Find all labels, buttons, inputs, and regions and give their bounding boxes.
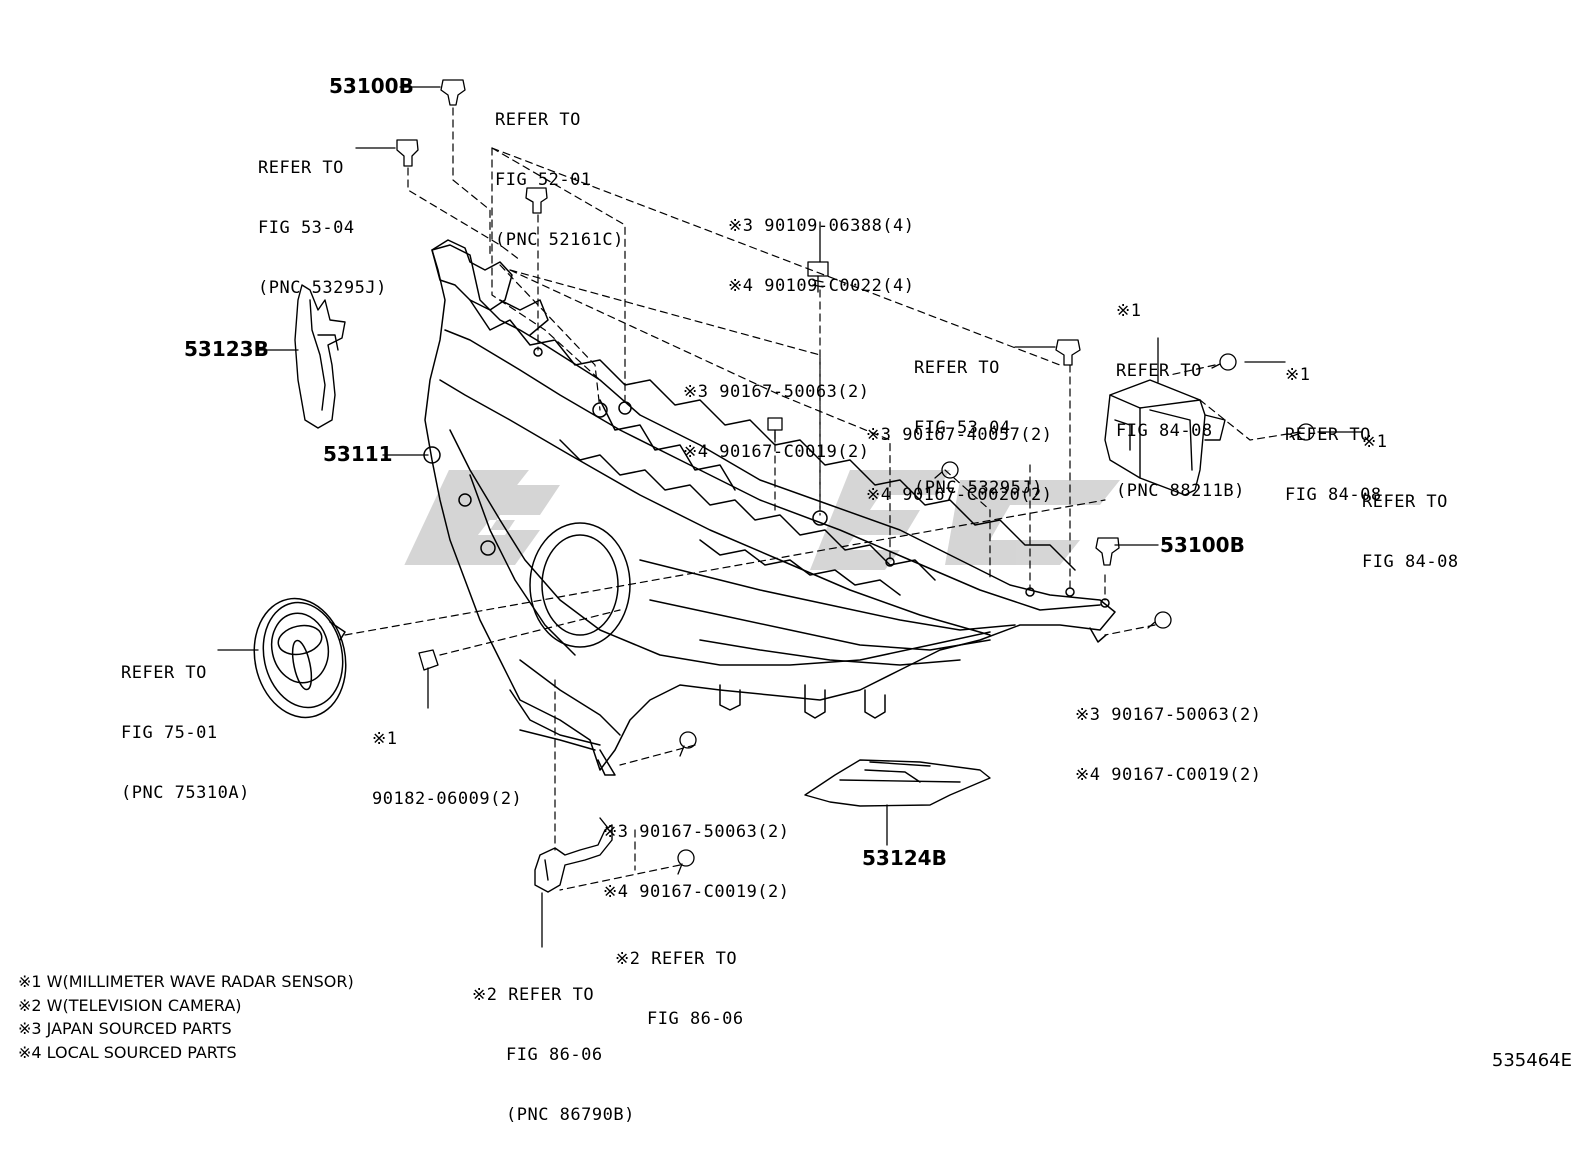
- footnote-1: ※1 W(MILLIMETER WAVE RADAR SENSOR): [18, 972, 354, 991]
- refer-line: REFER TO: [1285, 425, 1371, 445]
- note-marker: ※1: [1285, 365, 1311, 385]
- bolt-90109-label: ※3 90109-06388(4) ※4 90109-C0022(4): [728, 176, 915, 336]
- side-bracket: [294, 284, 346, 429]
- local-part-number: ※4 90167-C0019(2): [683, 442, 870, 462]
- refer-fig-84-08-screw-a-label: ※1 REFER TO FIG 84-08: [1285, 325, 1382, 545]
- refer-line: REFER TO: [258, 158, 344, 178]
- screw-90167-50063-bottom-label: ※3 90167-50063(2) ※4 90167-C0019(2): [603, 782, 790, 942]
- pnc-line: (PNC 53295J): [914, 478, 1043, 498]
- refer-fig-75-01-label: REFER TO FIG 75-01 (PNC 75310A): [121, 623, 250, 843]
- pnc-line: (PNC 53295J): [258, 278, 387, 298]
- parts-diagram: 53100B REFER TO FIG 52-01 (PNC 52161C) R…: [18, 70, 1572, 1125]
- footnotes: ※1 W(MILLIMETER WAVE RADAR SENSOR) ※2 W(…: [18, 970, 354, 1064]
- refer-line: ※2 REFER TO: [472, 985, 595, 1005]
- note-marker: ※1: [372, 729, 398, 749]
- grille-body: [423, 239, 1116, 776]
- refer-line: REFER TO: [1362, 492, 1448, 512]
- fig-line: FIG 52-01: [495, 170, 592, 190]
- japan-part-number: ※3 90167-50063(2): [603, 822, 790, 842]
- fig-line: FIG 53-04: [258, 218, 355, 238]
- pnc-line: (PNC 86790B): [506, 1105, 635, 1125]
- radar-sensor: [1104, 379, 1226, 496]
- local-part-number: ※4 90167-C0020(2): [866, 485, 1053, 505]
- note-marker: ※1: [1362, 432, 1388, 452]
- clip-90182-label: ※1 90182-06009(2): [372, 689, 522, 849]
- pnc-line: (PNC 52161C): [495, 230, 624, 250]
- refer-line: REFER TO: [121, 663, 207, 683]
- local-part-number: ※4 90167-C0019(2): [1075, 765, 1262, 785]
- part-53111-label: 53111: [323, 442, 393, 466]
- fig-line: FIG 84-08: [1362, 552, 1459, 572]
- refer-fig-53-04-right-label: REFER TO FIG 53-04 (PNC 53295J): [914, 318, 1043, 538]
- note-marker: ※1: [1116, 301, 1142, 321]
- fig-line: FIG 86-06: [647, 1009, 744, 1029]
- part-53100b-top-label: 53100B: [329, 74, 414, 98]
- japan-part-number: ※3 90109-06388(4): [728, 216, 915, 236]
- screw-90167-40057-label: ※3 90167-40057(2) ※4 90167-C0020(2): [866, 385, 1053, 545]
- japan-part-number: ※3 90167-40057(2): [866, 425, 1053, 445]
- part-53100b-right-label: 53100B: [1160, 533, 1245, 557]
- illustration-code: 535464E: [1491, 1050, 1572, 1071]
- grille-exploded-view: [217, 79, 1363, 948]
- refer-line: ※2 REFER TO: [615, 949, 738, 969]
- japan-part-number: ※3 90167-50063(2): [683, 382, 870, 402]
- lower-cover: [804, 759, 991, 807]
- footnote-2: ※2 W(TELEVISION CAMERA): [18, 995, 242, 1015]
- refer-fig-52-01-label: REFER TO FIG 52-01 (PNC 52161C): [495, 70, 624, 290]
- part-53123b-label: 53123B: [184, 337, 269, 361]
- fig-line: FIG 75-01: [121, 723, 218, 743]
- refer-line: REFER TO: [914, 358, 1000, 378]
- refer-fig-53-04-left-label: REFER TO FIG 53-04 (PNC 53295J): [258, 118, 387, 338]
- local-part-number: ※4 90167-C0019(2): [603, 882, 790, 902]
- pnc-line: (PNC 88211B): [1116, 481, 1245, 501]
- part-53124b-label: 53124B: [862, 846, 947, 870]
- refer-fig-84-08-screw-b-label: ※1 REFER TO FIG 84-08: [1362, 392, 1459, 612]
- fig-line: FIG 86-06: [506, 1045, 603, 1065]
- fig-line: FIG 53-04: [914, 418, 1011, 438]
- fig-line: FIG 84-08: [1116, 421, 1213, 441]
- fig-line: FIG 84-08: [1285, 485, 1382, 505]
- solid-leaders: [217, 86, 1363, 948]
- refer-fig-86-06-bracket-label: ※2 REFER TO FIG 86-06 (PNC 86790B): [472, 945, 635, 1165]
- camera-bracket: [534, 817, 613, 893]
- local-part-number: ※4 90109-C0022(4): [728, 276, 915, 296]
- refer-fig-86-06-screw-label: ※2 REFER TO FIG 86-06: [615, 909, 744, 1069]
- fasteners: [396, 79, 1315, 875]
- footnote-3: ※3 JAPAN SOURCED PARTS: [18, 1019, 232, 1038]
- emblem: [253, 597, 347, 719]
- refer-line: REFER TO: [1116, 361, 1202, 381]
- screw-90167-50063-right-label: ※3 90167-50063(2) ※4 90167-C0019(2): [1075, 665, 1262, 825]
- footnote-4: ※4 LOCAL SOURCED PARTS: [18, 1042, 237, 1062]
- screw-90167-50063-upper-label: ※3 90167-50063(2) ※4 90167-C0019(2): [683, 342, 870, 502]
- refer-line: REFER TO: [495, 110, 581, 130]
- pnc-line: (PNC 75310A): [121, 783, 250, 803]
- part-number: 90182-06009(2): [372, 789, 523, 809]
- refer-fig-84-08-sensor-label: ※1 REFER TO FIG 84-08 (PNC 88211B): [1116, 261, 1245, 541]
- japan-part-number: ※3 90167-50063(2): [1075, 705, 1262, 725]
